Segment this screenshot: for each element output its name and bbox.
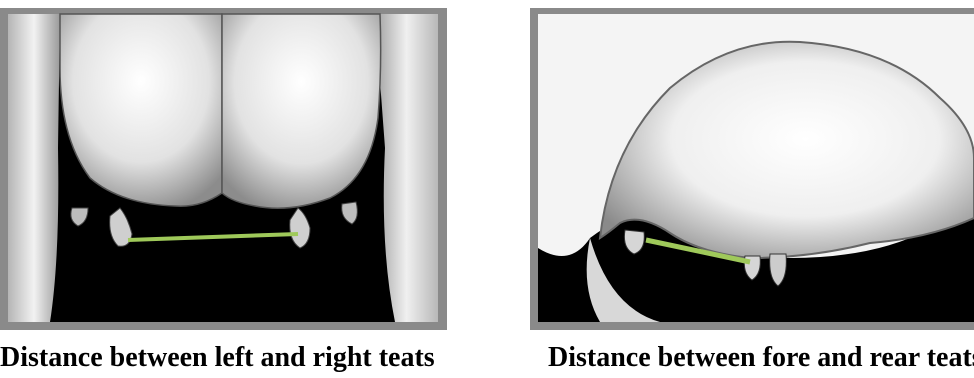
udder-rear-illustration <box>0 8 447 330</box>
figure-right-side-view <box>530 8 974 330</box>
udder-side-illustration <box>530 8 974 330</box>
caption-right: Distance between fore and rear teats <box>548 338 974 378</box>
caption-left: Distance between left and right teats <box>0 338 520 378</box>
left-leg <box>8 14 60 322</box>
figure-left-rear-view <box>0 8 447 330</box>
